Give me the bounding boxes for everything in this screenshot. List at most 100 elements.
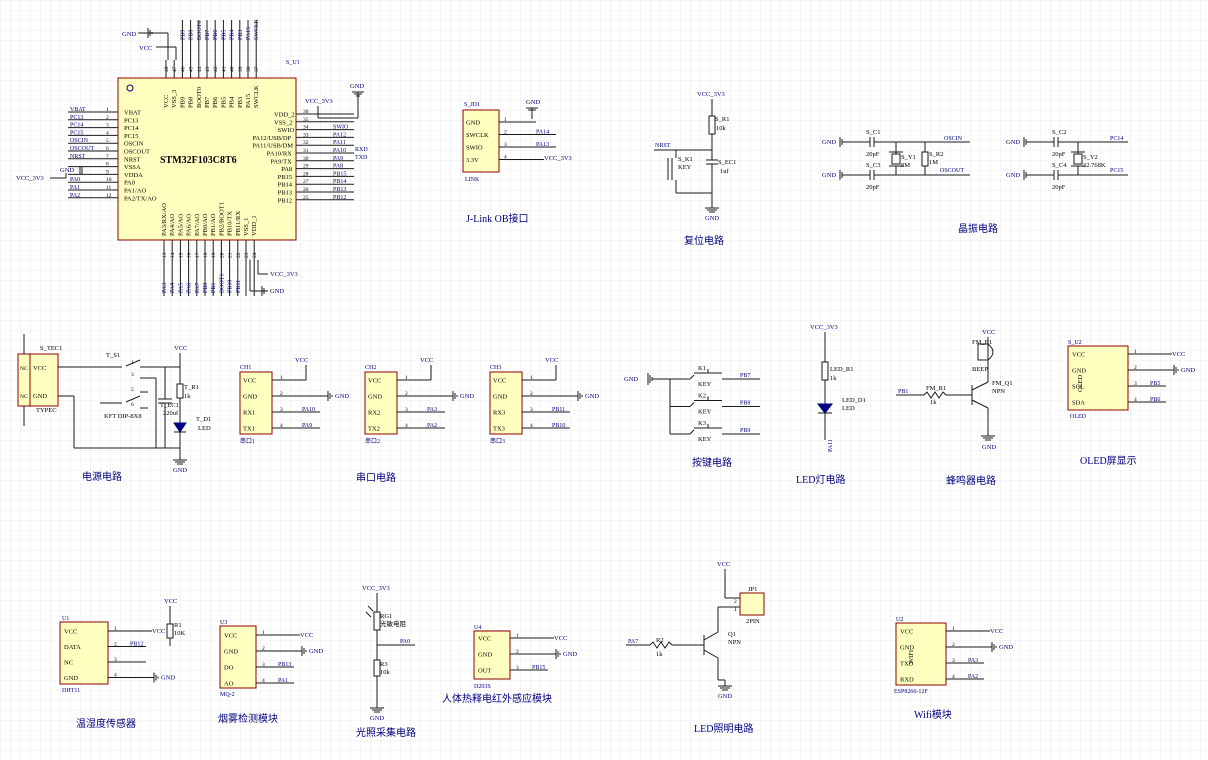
mcu-net-label: VBAT bbox=[70, 107, 86, 113]
uart-pin-name: RX1 bbox=[243, 410, 255, 417]
ps-led-icon bbox=[173, 422, 187, 433]
mq2-net-label: PA1 bbox=[278, 678, 288, 684]
oled-body[interactable] bbox=[1067, 345, 1129, 411]
mcu-pin-name: PB1/AO bbox=[210, 213, 217, 236]
mcu-pin-name: PA15 bbox=[245, 94, 252, 108]
ldr-gnd: GND bbox=[370, 715, 384, 722]
light-gnd: GND bbox=[718, 693, 732, 700]
power-supply-block: S_TEC1 NC NC VCC GND TYPEC T_S1 1 3 5 6 … bbox=[17, 334, 211, 483]
light-q-part: NPN bbox=[728, 639, 741, 646]
key-net-label: PB7 bbox=[740, 373, 750, 379]
pir-part: D203S bbox=[474, 684, 491, 690]
uart-body[interactable] bbox=[239, 371, 273, 435]
key-ref: K1 bbox=[698, 365, 706, 372]
mcu-pin-name: PA9/TX bbox=[270, 158, 292, 165]
dht-vcc: VCC bbox=[152, 628, 165, 635]
light-jp-body[interactable] bbox=[739, 592, 765, 616]
ps-conn-ref: S_TEC1 bbox=[40, 345, 62, 352]
xtal-gnd3: GND bbox=[1006, 139, 1020, 146]
led-r-ref: LED_R1 bbox=[830, 366, 853, 373]
led-d-part: LED bbox=[842, 405, 855, 412]
mcu-body[interactable] bbox=[117, 77, 297, 241]
ps-nc1: NC bbox=[20, 366, 28, 372]
pir-ref: U4 bbox=[474, 625, 481, 631]
mq2-pin-number: 2 bbox=[262, 646, 265, 652]
mcu-net-label: PA11 bbox=[333, 140, 346, 146]
uart-body[interactable] bbox=[364, 371, 398, 435]
buzzer-icon bbox=[987, 343, 994, 361]
mcu-pin-number: 43 bbox=[205, 66, 211, 72]
wifi-pin-name: TXD bbox=[900, 661, 914, 668]
uart-pin-name: TX2 bbox=[368, 426, 380, 433]
light-vcc: VCC bbox=[717, 561, 730, 568]
mq2-gnd: GND bbox=[309, 648, 323, 655]
buzzer-block: VCC FM_B1 BEEP PB1 FM_R1 1k FM_Q1 NPN GN… bbox=[896, 329, 1013, 487]
buzzer-net: PB1 bbox=[898, 389, 908, 395]
mq2-net-label: PB13 bbox=[278, 662, 291, 668]
wire bbox=[689, 402, 695, 407]
wifi-body[interactable] bbox=[895, 622, 947, 686]
mcu-pin-number: 26 bbox=[303, 187, 309, 193]
pir-pin-number: 2 bbox=[516, 649, 519, 655]
mcu-pin-number: 21 bbox=[228, 252, 234, 258]
mcu-pin-name: PB4 bbox=[229, 96, 236, 108]
dht-pin-name: DATA bbox=[64, 644, 81, 651]
mq2-part: MQ-2 bbox=[220, 692, 235, 698]
mcu-net-label: OSCOUT bbox=[70, 146, 94, 152]
buzzer-r-ref: FM_R1 bbox=[926, 385, 946, 392]
mcu-pin-number: 5 bbox=[106, 138, 109, 144]
reset-r-val: 10k bbox=[716, 125, 727, 132]
dht-pin-number: 1 bbox=[114, 626, 117, 632]
mcu-pin-number: 16 bbox=[187, 252, 193, 258]
mcu-pin-name: VSS_3 bbox=[171, 90, 178, 108]
mcu-pin-number: 36 bbox=[303, 109, 309, 115]
reset-caption: 复位电路 bbox=[684, 234, 724, 247]
mcu-pin-name: PA0 bbox=[124, 180, 135, 187]
xtal-c4-val: 20pF bbox=[1052, 184, 1066, 191]
xtal-c2: S_C2 bbox=[1052, 129, 1066, 136]
led-net: PA11 bbox=[828, 439, 834, 452]
mcu-net-label: PB9 bbox=[180, 30, 186, 40]
mcu-pin-number: 13 bbox=[162, 252, 168, 258]
dht-pin-number: 4 bbox=[114, 673, 117, 679]
mcu-pin-number: 1 bbox=[106, 107, 109, 113]
mcu-pin-number: 25 bbox=[303, 195, 309, 201]
uart-pin-name: VCC bbox=[493, 378, 506, 385]
mcu-pin-name: PB8 bbox=[188, 97, 195, 108]
oled-net-label: PB5 bbox=[1150, 381, 1160, 387]
mq2-body[interactable] bbox=[219, 625, 257, 689]
uart-pin-number: 2 bbox=[280, 391, 283, 397]
xtal-c1: S_C1 bbox=[866, 129, 880, 136]
oled-pin-number: 3 bbox=[1134, 381, 1137, 387]
mcu-net-label: PA4 bbox=[170, 283, 176, 293]
mcu-net-label: BOOT1 bbox=[219, 274, 225, 293]
mcu-pin-number: 17 bbox=[195, 252, 201, 258]
uart-body[interactable] bbox=[489, 371, 523, 435]
ps-typec-pins[interactable] bbox=[29, 353, 59, 407]
jlink-part: LINK bbox=[465, 177, 480, 183]
jlink-body[interactable] bbox=[462, 109, 500, 173]
uart-ref: CH1 bbox=[240, 365, 251, 371]
light-block: VCC JP1 2PIN 2 1 PA7 R2 1k Q1 NPN GND LE… bbox=[626, 561, 765, 735]
pir-body[interactable] bbox=[473, 630, 511, 680]
ps-r-ref: T_R1 bbox=[184, 384, 199, 391]
mcu-pin-name: PA4/AO bbox=[169, 214, 176, 236]
mcu-pin-name: PA1/AO bbox=[124, 188, 146, 195]
wifi-caption: Wifi模块 bbox=[914, 709, 952, 721]
uart-pin-number: 4 bbox=[405, 423, 408, 429]
mcu-pin-name: PB12 bbox=[278, 197, 292, 204]
pir-caption: 人体热释电红外感应模块 bbox=[442, 692, 552, 705]
mcu-net-label: BOOT0 bbox=[197, 21, 203, 40]
mq2-pin-name: DO bbox=[224, 665, 234, 672]
uart-pin-name: VCC bbox=[368, 378, 381, 385]
dht-body[interactable] bbox=[59, 621, 109, 685]
reset-r-ref: S_R1 bbox=[715, 116, 729, 123]
mcu-net-label: PB8 bbox=[189, 30, 195, 40]
uart-gnd: GND bbox=[460, 393, 474, 400]
mcu-pin-number: 6 bbox=[106, 146, 109, 152]
